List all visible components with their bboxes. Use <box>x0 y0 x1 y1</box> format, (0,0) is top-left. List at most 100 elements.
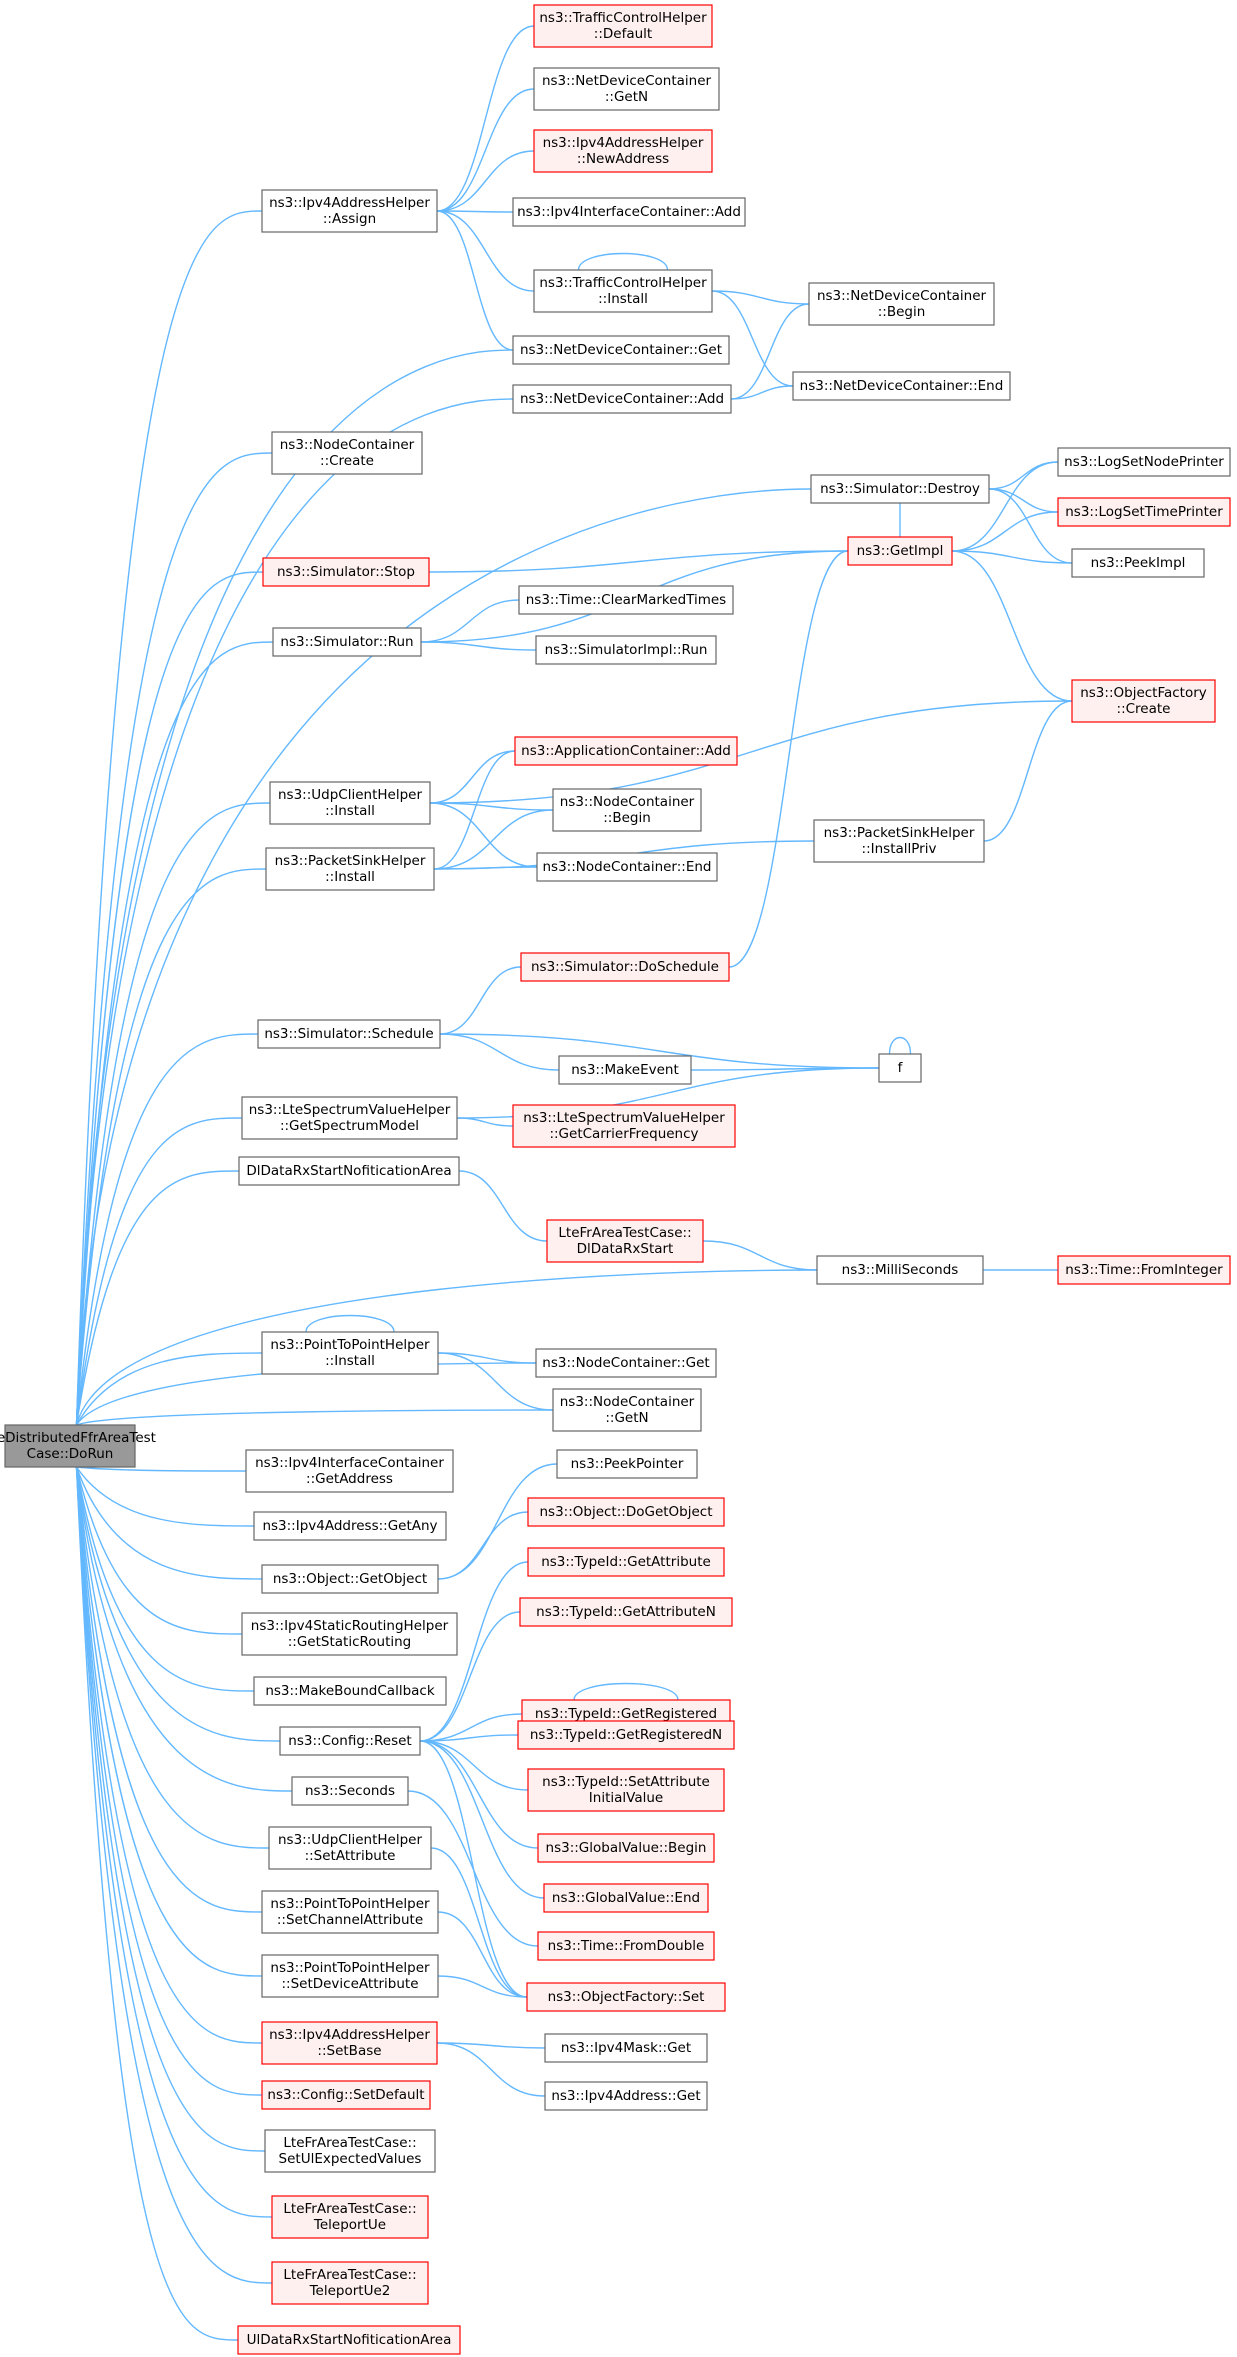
node-makeboundcallback[interactable]: ns3::MakeBoundCallback <box>253 1676 447 1706</box>
node-time-fromdouble[interactable]: ns3::Time::FromDouble <box>537 1931 715 1961</box>
node-nc-create[interactable]: ns3::NodeContainer::Create <box>271 431 423 475</box>
node-udpch-setattr[interactable]: ns3::UdpClientHelper::SetAttribute <box>268 1826 432 1870</box>
node-ipv4mask-get[interactable]: ns3::Ipv4Mask::Get <box>544 2033 708 2063</box>
call-edges <box>75 25 1073 2341</box>
node-sim-doschedule[interactable]: ns3::Simulator::DoSchedule <box>520 952 730 982</box>
node-peekimpl[interactable]: ns3::PeekImpl <box>1071 548 1205 578</box>
node-time-frominteger[interactable]: ns3::Time::FromInteger <box>1057 1255 1231 1285</box>
node-nc-getn[interactable]: ns3::NodeContainer::GetN <box>552 1388 702 1432</box>
node-psh-install[interactable]: ns3::PacketSinkHelper::Install <box>265 847 435 891</box>
node-sim-destroy[interactable]: ns3::Simulator::Destroy <box>810 474 990 504</box>
node-ipv4ah-setbase[interactable]: ns3::Ipv4AddressHelper::SetBase <box>261 2021 438 2065</box>
node-config-setdefault[interactable]: ns3::Config::SetDefault <box>261 2080 431 2110</box>
node-udpch-install[interactable]: ns3::UdpClientHelper::Install <box>269 781 431 825</box>
node-nc-end[interactable]: ns3::NodeContainer::End <box>536 852 718 882</box>
node-box <box>253 1676 447 1706</box>
node-typeid-getattr[interactable]: ns3::TypeId::GetAttribute <box>527 1547 725 1577</box>
call-edge <box>75 1466 255 1692</box>
call-edge <box>436 2042 546 2049</box>
node-label: ns3::NetDeviceContainer <box>817 288 987 304</box>
call-edge <box>437 1511 529 1580</box>
node-simimpl-run[interactable]: ns3::SimulatorImpl::Run <box>535 635 717 665</box>
node-obj-getobject[interactable]: ns3::Object::GetObject <box>261 1564 439 1594</box>
node-label: ns3::NodeContainer::End <box>543 859 712 875</box>
node-ipv4addr-getany[interactable]: ns3::Ipv4Address::GetAny <box>253 1511 447 1541</box>
node-ltefr-teleport[interactable]: LteFrAreaTestCase::TeleportUe <box>271 2195 429 2239</box>
node-label: ::GetAddress <box>306 1471 393 1487</box>
node-getimpl[interactable]: ns3::GetImpl <box>847 536 953 566</box>
node-of-set[interactable]: ns3::ObjectFactory::Set <box>526 1982 726 2012</box>
node-ipv4ic-getaddr[interactable]: ns3::Ipv4InterfaceContainer::GetAddress <box>245 1449 454 1493</box>
node-milliseconds[interactable]: ns3::MilliSeconds <box>816 1255 984 1285</box>
node-box <box>527 1768 725 1812</box>
node-nc-get[interactable]: ns3::NodeContainer::Get <box>535 1348 717 1378</box>
node-box <box>527 1497 725 1527</box>
call-edge <box>951 550 1073 702</box>
node-ltesvh-getcarrier[interactable]: ns3::LteSpectrumValueHelper::GetCarrierF… <box>512 1104 736 1148</box>
node-label: ns3::Ipv4Mask::Get <box>561 2040 691 2056</box>
node-label: ns3::Ipv4AddressHelper <box>543 135 704 151</box>
node-ipv4addr-get[interactable]: ns3::Ipv4Address::Get <box>544 2081 708 2111</box>
node-f[interactable]: f <box>878 1053 922 1083</box>
node-uldata-area[interactable]: UlDataRxStartNofiticationArea <box>237 2325 461 2355</box>
node-seconds[interactable]: ns3::Seconds <box>291 1776 409 1806</box>
node-ltesvh-getspec[interactable]: ns3::LteSpectrumValueHelper::GetSpectrum… <box>241 1096 458 1140</box>
node-box <box>847 536 953 566</box>
node-label: ns3::Time::FromDouble <box>548 1938 705 1954</box>
node-ltefr-setul[interactable]: LteFrAreaTestCase::SetUlExpectedValues <box>264 2129 436 2173</box>
node-box <box>512 1104 736 1148</box>
node-ipv4ah-newaddr[interactable]: ns3::Ipv4AddressHelper::NewAddress <box>533 129 713 173</box>
node-box <box>535 1348 717 1378</box>
node-p2ph-setchannel[interactable]: ns3::PointToPointHelper::SetChannelAttri… <box>261 1890 439 1934</box>
node-label: ns3::Ipv4AddressHelper <box>269 195 430 211</box>
node-sim-stop[interactable]: ns3::Simulator::Stop <box>262 557 430 587</box>
node-label: ::GetCarrierFrequency <box>549 1126 698 1142</box>
call-edge <box>951 511 1059 552</box>
node-label: ns3::Ipv4InterfaceContainer::Add <box>517 204 741 220</box>
node-ndc-add[interactable]: ns3::NetDeviceContainer::Add <box>512 384 732 414</box>
node-ltefr-dlstart[interactable]: LteFrAreaTestCase::DlDataRxStart <box>546 1219 704 1263</box>
node-log-nodeprinter[interactable]: ns3::LogSetNodePrinter <box>1057 447 1231 477</box>
node-box <box>238 1156 460 1186</box>
node-ndc-end[interactable]: ns3::NetDeviceContainer::End <box>792 371 1011 401</box>
node-tch-default[interactable]: ns3::TrafficControlHelper::Default <box>533 4 713 48</box>
node-label: ns3::Ipv4StaticRoutingHelper <box>251 1618 449 1634</box>
node-sim-run[interactable]: ns3::Simulator::Run <box>272 627 422 657</box>
node-time-clear[interactable]: ns3::Time::ClearMarkedTimes <box>518 585 734 615</box>
node-makeevent[interactable]: ns3::MakeEvent <box>558 1055 692 1085</box>
node-box <box>519 1597 733 1627</box>
node-box <box>526 1982 726 2012</box>
node-psh-installpriv[interactable]: ns3::PacketSinkHelper::InstallPriv <box>813 819 985 863</box>
node-ltefr-teleport2[interactable]: LteFrAreaTestCase::TeleportUe2 <box>271 2261 429 2305</box>
node-p2ph-setdevice[interactable]: ns3::PointToPointHelper::SetDeviceAttrib… <box>261 1954 439 1998</box>
node-label: LteDistributedFfrAreaTest <box>0 1430 156 1446</box>
node-box <box>4 1424 136 1468</box>
node-dldata-area[interactable]: DlDataRxStartNofiticationArea <box>238 1156 460 1186</box>
node-typeid-getattrn[interactable]: ns3::TypeId::GetAttributeN <box>519 1597 733 1627</box>
node-ndc-getn[interactable]: ns3::NetDeviceContainer::GetN <box>533 67 720 111</box>
node-appc-add[interactable]: ns3::ApplicationContainer::Add <box>514 736 738 766</box>
node-peekpointer[interactable]: ns3::PeekPointer <box>556 1449 698 1479</box>
node-label: ns3::ObjectFactory <box>1080 685 1207 701</box>
node-config-reset[interactable]: ns3::Config::Reset <box>279 1726 421 1756</box>
node-tch-install[interactable]: ns3::TrafficControlHelper::Install <box>533 269 713 313</box>
node-ipv4ic-add[interactable]: ns3::Ipv4InterfaceContainer::Add <box>512 197 746 227</box>
node-ipv4ah-assign[interactable]: ns3::Ipv4AddressHelper::Assign <box>261 189 438 233</box>
node-box <box>546 1219 704 1263</box>
node-typeid-getregn[interactable]: ns3::TypeId::GetRegisteredN <box>517 1720 735 1750</box>
node-label: ns3::MakeBoundCallback <box>265 1683 435 1699</box>
node-sim-schedule[interactable]: ns3::Simulator::Schedule <box>257 1019 441 1049</box>
node-ipv4srh-getstatic[interactable]: ns3::Ipv4StaticRoutingHelper::GetStaticR… <box>241 1612 458 1656</box>
node-log-timeprinter[interactable]: ns3::LogSetTimePrinter <box>1057 497 1231 527</box>
call-edge <box>951 550 1073 564</box>
node-of-create[interactable]: ns3::ObjectFactory::Create <box>1071 679 1216 723</box>
node-p2ph-install[interactable]: ns3::PointToPointHelper::Install <box>261 1331 439 1375</box>
node-gv-begin[interactable]: ns3::GlobalValue::Begin <box>537 1833 715 1863</box>
node-gv-end[interactable]: ns3::GlobalValue::End <box>543 1883 709 1913</box>
node-nc-begin[interactable]: ns3::NodeContainer::Begin <box>552 788 702 832</box>
node-obj-dogetobject[interactable]: ns3::Object::DoGetObject <box>527 1497 725 1527</box>
node-ndc-begin[interactable]: ns3::NetDeviceContainer::Begin <box>808 282 995 326</box>
node-ndc-get[interactable]: ns3::NetDeviceContainer::Get <box>512 335 730 365</box>
